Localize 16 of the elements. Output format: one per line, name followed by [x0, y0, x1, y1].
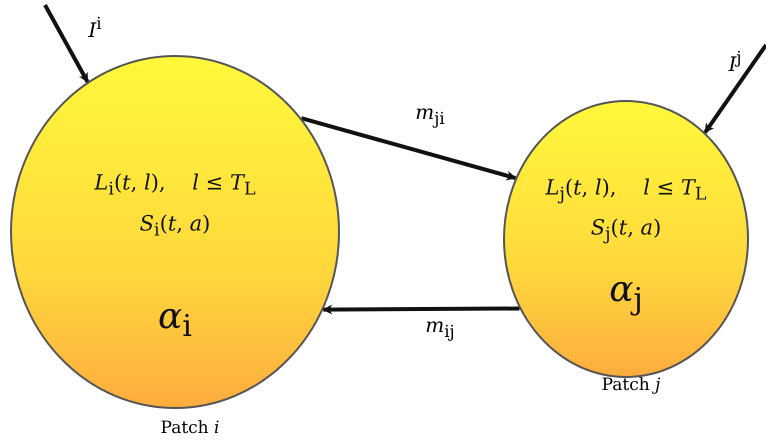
arrow	[43, 4, 90, 83]
edge-label: m$_{ij}$	[425, 313, 455, 341]
edge-label: I$^{i}$	[88, 14, 102, 42]
arrow	[300, 116, 516, 180]
edge-label: I$^{j}$	[728, 48, 742, 76]
patch-caption: Patch i	[160, 418, 220, 438]
equation-text: L$_{j}$(t, l), l ≤ T$_{L}$	[546, 175, 706, 205]
equation-text: S$_{j}$(t, a)	[590, 215, 662, 245]
parameter-label: α$_{j}$	[609, 268, 643, 318]
parameter-label: α$_{i}$	[158, 296, 192, 344]
equation-text: S$_{i}$(t, a)	[140, 211, 210, 241]
arrow	[703, 44, 766, 134]
arrow	[322, 304, 520, 315]
patch-caption: Patch j	[602, 375, 660, 395]
edge-label: m$_{ji}$	[415, 100, 445, 128]
equation-text: L$_{i}$(t, l), l ≤ T$_{L}$	[94, 170, 256, 200]
